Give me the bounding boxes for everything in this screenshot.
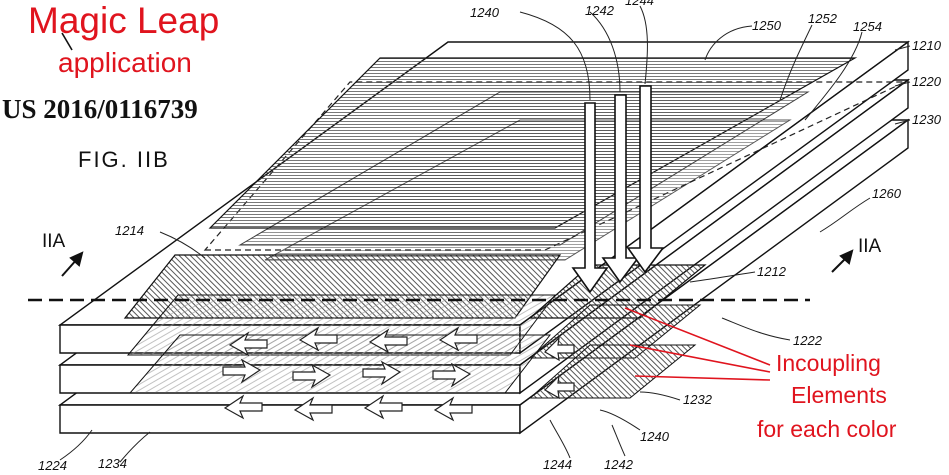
section-label-left: IIA [42,231,66,252]
ref-1230: 1230 [912,112,942,127]
section-label-right: IIA [858,236,882,257]
section-arrow-left [61,251,84,277]
pupil-expander-1234 [128,334,552,394]
ref-1214: 1214 [115,223,144,238]
incoupling-label-line1: Incoupling [776,350,881,376]
annotation-subtitle: application [58,47,192,78]
ref-1242-bottom: 1242 [604,457,634,472]
incident-light-beams [571,85,665,294]
ref-1212: 1212 [757,264,787,279]
ref-1254: 1254 [853,19,882,34]
ref-1232: 1232 [683,392,713,407]
ref-1234: 1234 [98,456,127,471]
ref-1220: 1220 [912,74,942,89]
ref-1244-bottom: 1244 [543,457,572,472]
incoupling-label-line2: Elements [791,382,887,408]
ref-1240-top: 1240 [470,5,500,20]
ref-1240-bottom: 1240 [640,429,670,444]
ref-1252: 1252 [808,11,838,26]
leader-lines [59,5,911,463]
ref-1250: 1250 [752,18,782,33]
section-arrow-right [831,249,854,273]
ref-1210: 1210 [912,38,942,53]
figure-label: FIG. IIB [78,147,170,172]
incoupling-label-line3: for each color [757,416,897,442]
light-path-arrows [222,326,575,422]
incoupling-callout-lines [624,307,771,381]
ref-1242-top: 1242 [585,3,615,18]
annotation-pointer [61,32,73,51]
patent-number: US 2016/0116739 [2,94,198,124]
annotation-title: Magic Leap [28,0,219,41]
ref-1244-top: 1244 [625,0,654,8]
ref-1260: 1260 [872,186,902,201]
ref-1222: 1222 [793,333,823,348]
ref-1224: 1224 [38,458,67,473]
